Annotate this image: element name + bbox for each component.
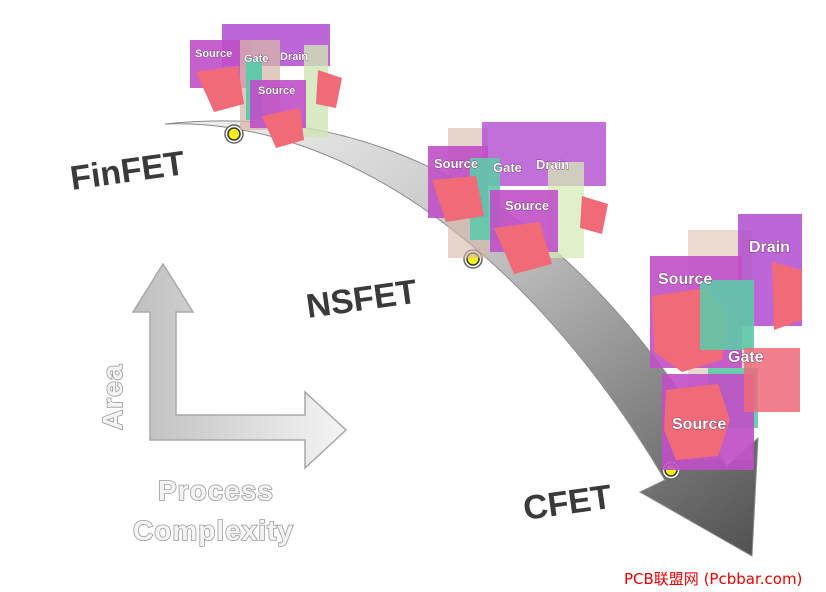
x-axis-label-line1: Process — [158, 475, 274, 506]
nsfet-gate: Gate — [493, 160, 522, 175]
cfet-device: Source Drain Gate Source — [650, 214, 802, 470]
nsfet-source-top: Source — [434, 156, 478, 171]
cfet-source-top: Source — [658, 271, 712, 288]
cfet-drain: Drain — [749, 239, 790, 256]
finfet-source-bottom: Source — [258, 85, 295, 97]
cfet-gate: Gate — [728, 349, 764, 366]
nsfet-source-bottom: Source — [505, 198, 549, 213]
axes: Area Process Complexity — [96, 262, 348, 547]
y-axis-label: Area — [97, 364, 128, 430]
finfet-device: Source Gate Drain Source — [190, 24, 342, 148]
finfet-gate: Gate — [244, 53, 268, 65]
nsfet-label: NSFET — [304, 273, 420, 326]
finfet-marker — [224, 124, 244, 144]
finfet-drain: Drain — [280, 51, 308, 63]
y-axis-arrow — [131, 262, 348, 470]
nsfet-drain: Drain — [536, 157, 569, 172]
nsfet-device: Source Gate Drain Source — [428, 122, 608, 274]
cfet-source-bottom: Source — [672, 416, 726, 433]
cfet-label: CFET — [521, 478, 614, 528]
watermark-text: PCB联盟网 (Pcbbar.com) — [624, 570, 802, 588]
finfet-label: FinFET — [68, 144, 188, 198]
x-axis-label-line2: Complexity — [133, 515, 294, 546]
finfet-source-top: Source — [195, 48, 232, 60]
